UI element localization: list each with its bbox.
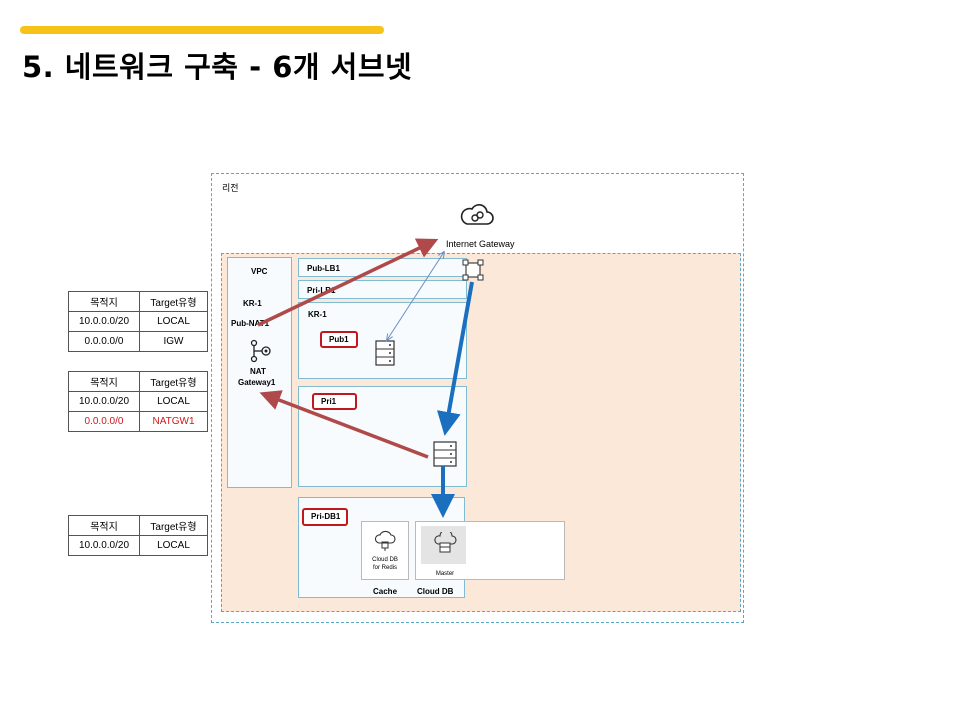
server-icon-pub1: [375, 340, 395, 371]
title-accent-bar: [20, 26, 384, 34]
internet-gateway-icon: [459, 200, 495, 235]
subnet-label-pri-lb1: Pri-LB1: [307, 286, 336, 295]
arrow-pri-to-nat: [259, 390, 429, 459]
cell-target: NATGW1: [139, 411, 208, 432]
subnet-tag-pub1: Pub1: [320, 331, 358, 348]
cell-target: LOCAL: [139, 535, 208, 556]
nat-gateway-icon: [249, 339, 273, 368]
arrow-lb-to-pri: [436, 281, 474, 436]
master-label: Master: [435, 571, 455, 577]
arrow-igw-pub1: [387, 252, 444, 340]
region-boundary: [211, 173, 744, 623]
internet-gateway-label: Internet Gateway: [444, 238, 517, 250]
zone-label-kr1-right: KR-1: [308, 310, 327, 319]
cache-label: Cache: [373, 587, 398, 596]
load-balancer-icon: [462, 259, 484, 286]
zone-label-kr1: KR-1: [243, 299, 262, 308]
subnet-label-pub-nat1: Pub-NAT1: [231, 319, 270, 328]
cell-target: IGW: [139, 331, 208, 352]
page-title: 5. 네트워크 구축 - 6개 서브넷: [22, 50, 413, 84]
nat-gateway-label-line2: Gateway1: [238, 378, 276, 387]
redis-label-line2: for Redis: [372, 565, 397, 571]
clouddb-label: Cloud DB: [417, 587, 454, 596]
zone-kr1-nat: [227, 257, 292, 488]
cell-destination: 0.0.0.0/0: [68, 331, 140, 352]
arrow-nat-to-igw: [257, 238, 439, 327]
redis-label-line1: Cloud DB: [372, 557, 398, 563]
redis-icon: [374, 530, 396, 557]
region-label: 리전: [222, 183, 239, 193]
subnet-tag-pri-db1: Pri-DB1: [302, 508, 348, 526]
cell-target: LOCAL: [139, 391, 208, 412]
vpc-label: VPC: [251, 267, 268, 276]
nat-gateway-label-line1: NAT: [250, 367, 266, 376]
subnet-tag-pri1: Pri1: [312, 393, 357, 410]
cell-destination: 0.0.0.0/0: [68, 411, 140, 432]
subnet-label-pub-lb1: Pub-LB1: [307, 264, 340, 273]
